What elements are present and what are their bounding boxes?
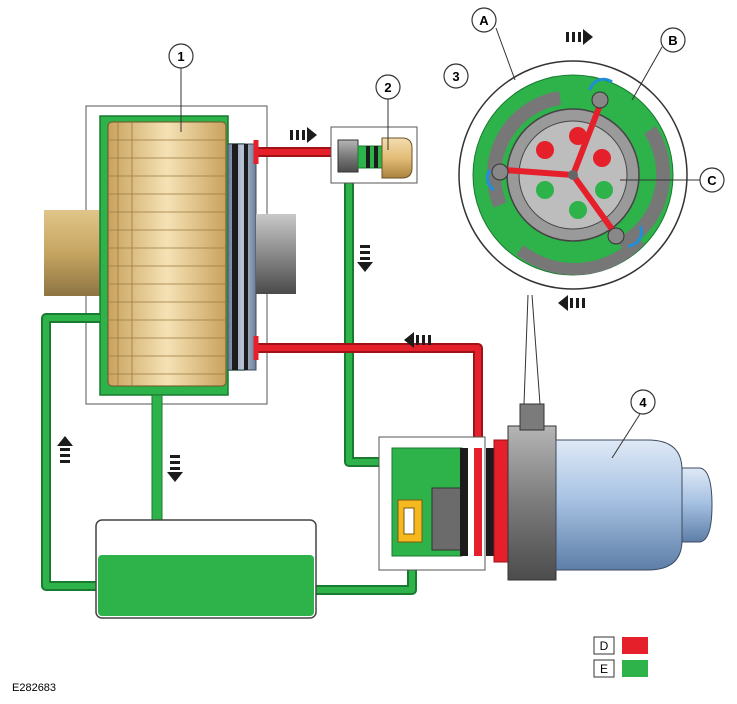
legend-item-e-label: E: [600, 662, 608, 676]
legend-item-d: D: [593, 636, 648, 655]
callout-b: B: [660, 27, 686, 53]
callout-a: A: [471, 7, 497, 33]
pump-motor: [378, 294, 713, 581]
callout-3-label: 3: [452, 69, 459, 84]
callout-c-label: C: [707, 173, 717, 188]
callout-1-label: 1: [177, 49, 184, 64]
legend-item-d-label: D: [600, 639, 609, 653]
callout-3: 3: [443, 63, 469, 89]
callout-c: C: [699, 167, 725, 193]
flow-arrows: [57, 29, 593, 482]
clutch-assembly: [44, 105, 296, 522]
clutch-plates: [108, 122, 226, 386]
legend: D E: [593, 636, 648, 678]
legend-item-e: E: [593, 659, 648, 678]
legend-swatch-d: [622, 637, 648, 654]
legend-swatch-e: [622, 660, 648, 677]
callout-4-label: 4: [639, 395, 647, 410]
control-valve: [330, 126, 418, 184]
fluid-reservoir: [95, 519, 317, 619]
callout-b-label: B: [668, 33, 677, 48]
callout-a-label: A: [479, 13, 489, 28]
callout-1: 1: [168, 43, 194, 132]
callout-2: 2: [375, 74, 401, 150]
callout-2-label: 2: [384, 80, 391, 95]
callout-4: 4: [611, 389, 656, 459]
figure-code: E282683: [12, 682, 57, 694]
detail-view: [458, 27, 706, 290]
